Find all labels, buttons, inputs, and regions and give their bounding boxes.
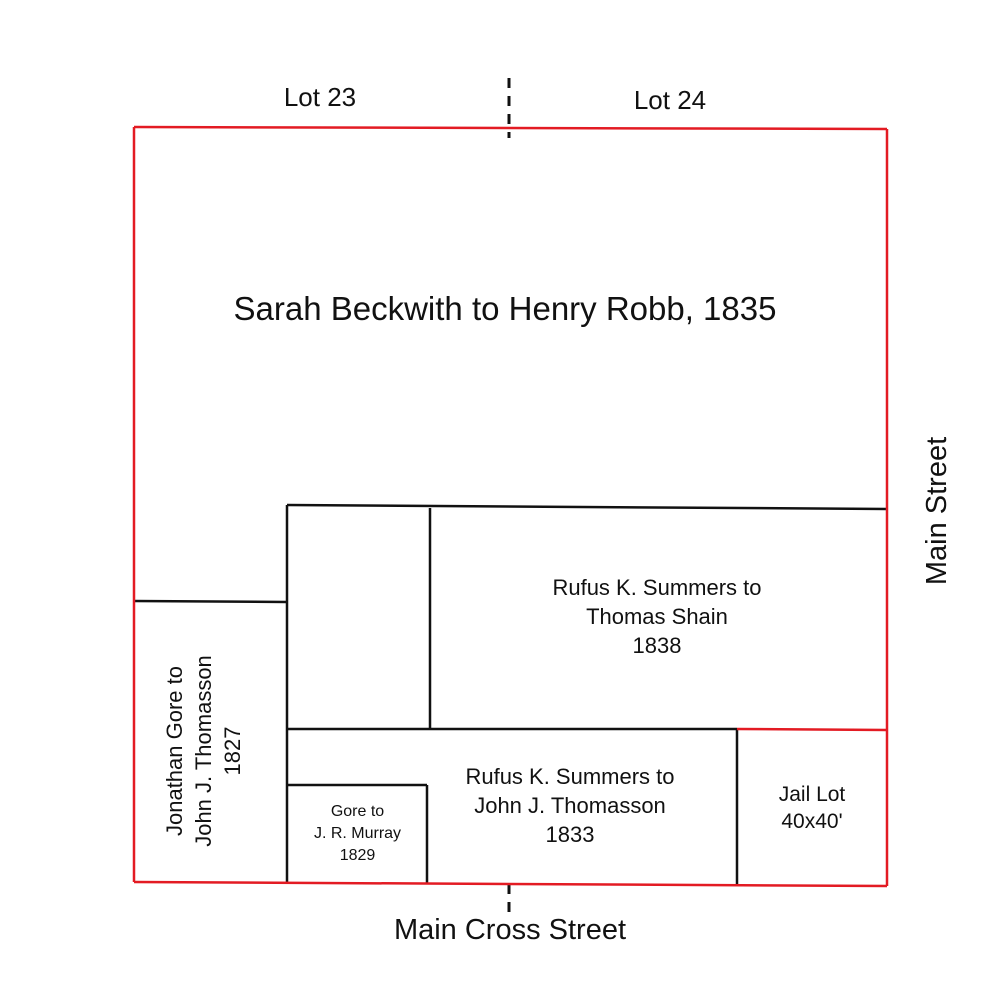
- summers-shain-line-2: Thomas Shain: [586, 604, 728, 629]
- lot-24-label: Lot 24: [633, 85, 707, 115]
- summers-thomasson-line-1: Rufus K. Summers to: [465, 764, 675, 789]
- summers-shain-line-3: 1838: [632, 633, 682, 658]
- gore-murray-line-1: Gore to: [330, 803, 385, 820]
- parcel-beckwith-robb-label: Sarah Beckwith to Henry Robb, 1835: [233, 290, 777, 327]
- jail-lot-line-2: 40x40': [781, 810, 843, 833]
- gore-murray-line-3: 1829: [339, 847, 376, 864]
- summers-thomasson-line-3: 1833: [545, 822, 595, 847]
- parcel-gore-thomasson-label: Jonathan Gore to John J. Thomasson 1827: [160, 631, 250, 871]
- summers-thomasson-line-2: John J. Thomasson: [474, 793, 666, 818]
- parcel-gore-murray-label: Gore to J. R. Murray 1829: [290, 801, 425, 867]
- main-cross-street-label: Main Cross Street: [393, 914, 627, 946]
- lot-23-label: Lot 23: [283, 82, 357, 112]
- summers-shain-line-1: Rufus K. Summers to: [552, 575, 762, 600]
- gore-thomasson-line-2: John J. Thomasson: [191, 655, 216, 847]
- parcel-summers-shain-label: Rufus K. Summers to Thomas Shain 1838: [492, 573, 822, 660]
- gore-murray-line-2: J. R. Murray: [313, 825, 402, 842]
- jail-lot-line-1: Jail Lot: [778, 783, 846, 806]
- lot-boundary: [132, 125, 889, 888]
- parcel-jail-lot-label: Jail Lot 40x40': [752, 781, 872, 835]
- parcel-summers-thomasson-label: Rufus K. Summers to John J. Thomasson 18…: [410, 762, 730, 849]
- gore-thomasson-line-1: Jonathan Gore to: [162, 666, 187, 837]
- gore-thomasson-line-3: 1827: [220, 726, 245, 776]
- parcel-divisions: [133, 503, 888, 885]
- main-street-label: Main Street: [921, 436, 953, 586]
